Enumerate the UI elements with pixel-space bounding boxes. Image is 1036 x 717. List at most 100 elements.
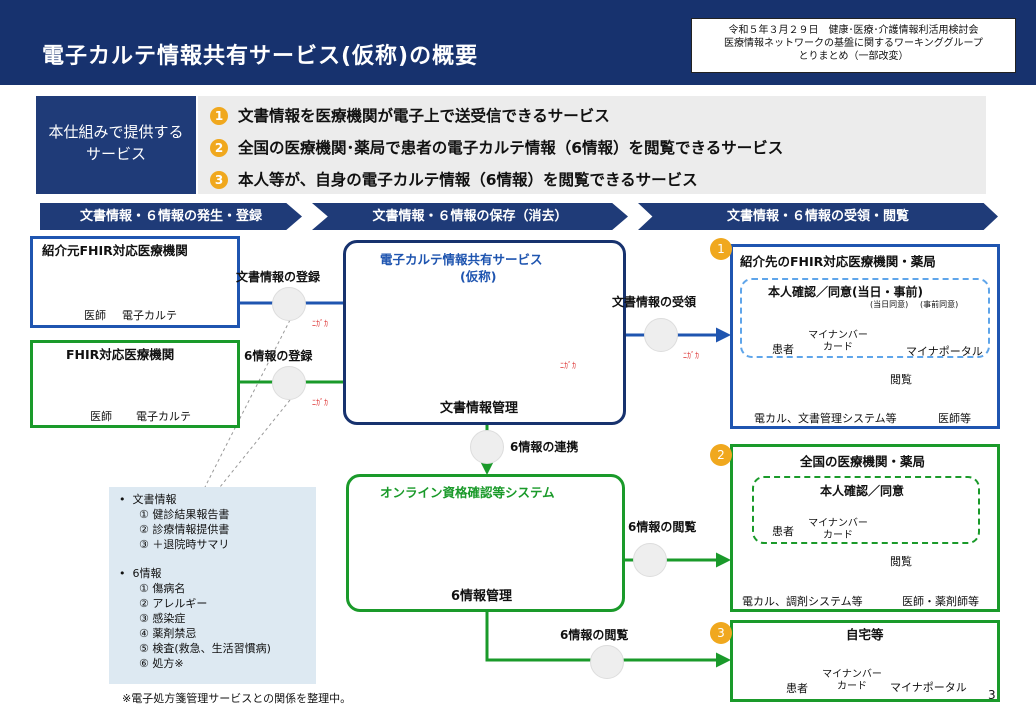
- list-item: ③ 感染症: [139, 612, 186, 625]
- register-six-label: 6情報の登録: [244, 349, 313, 363]
- patient-label: 患者: [772, 343, 794, 356]
- list-heading: • 6情報: [119, 567, 162, 580]
- service-item-2: 2 全国の医療機関･薬局で患者の電子カルテ情報（6情報）を閲覧できるサービス: [210, 136, 783, 158]
- doctor-label: 医師等: [938, 412, 971, 425]
- portal-label: マイナポータル: [890, 681, 967, 694]
- list-item: ① 健診結果報告書: [139, 508, 230, 521]
- services-label-line: 本仕組みで提供する: [48, 123, 184, 141]
- national-hospitals-box: [730, 444, 1000, 612]
- home-box: [730, 620, 1000, 702]
- doc-heading: 文書情報: [132, 493, 177, 506]
- doctor-label: 医師・薬剤師等: [902, 595, 979, 608]
- number-badge: 2: [210, 139, 228, 157]
- consent-title: 本人確認／同意: [820, 484, 905, 498]
- connector-line: [219, 399, 291, 488]
- arrow-view-six-home: [485, 612, 731, 668]
- service-item-1: 1 文書情報を医療機関が電子上で送受信できるサービス: [210, 104, 610, 126]
- six-mgmt-label: 6情報管理: [451, 589, 513, 604]
- card-label-line: カード: [837, 681, 867, 692]
- fire-mark: ﾆｶﾞｶ: [560, 361, 576, 370]
- six-heading: 6情報: [132, 567, 162, 580]
- phase-register: 文書情報・６情報の発生・登録: [40, 203, 302, 230]
- source-note-line: 医療情報ネットワークの基盤に関するワーキンググループ: [724, 38, 983, 49]
- ehr-sharing-service-box: [343, 240, 626, 425]
- connector-line: [204, 319, 291, 488]
- phase-receive: 文書情報・６情報の受領・閲覧: [638, 203, 998, 230]
- document-icon: [272, 287, 306, 321]
- register-doc-label: 文書情報の登録: [236, 270, 321, 284]
- number-badge: 3: [710, 622, 732, 644]
- source-note-line: とりまとめ（一部改変）: [798, 51, 909, 62]
- page-number: 3: [988, 688, 996, 702]
- ehr-label: 電子カルテ: [122, 309, 177, 322]
- patient-label: 患者: [786, 682, 808, 695]
- list-item: ④ 薬剤禁忌: [139, 627, 197, 640]
- card-label: マイナンバーカード: [808, 518, 868, 542]
- service-text: 文書情報を医療機関が電子上で送受信できるサービス: [238, 107, 610, 125]
- number-badge: 2: [710, 444, 732, 466]
- service-title-line: 電子カルテ情報共有サービス: [380, 252, 543, 267]
- services-label-line: サービス: [85, 145, 146, 163]
- number-badge: 1: [710, 238, 732, 260]
- view-label: 閲覧: [890, 373, 912, 386]
- doctor-label: 医師: [84, 309, 106, 322]
- table-icon: [633, 543, 667, 577]
- list-item: ③ ＋退院時サマリ: [139, 538, 230, 551]
- list-item: ② 診療情報提供書: [139, 523, 230, 536]
- card-label-line: マイナンバー: [808, 518, 868, 529]
- online-system-title: オンライン資格確認等システム: [380, 485, 555, 500]
- info-list: • 文書情報 ① 健診結果報告書 ② 診療情報提供書 ③ ＋退院時サマリ • 6…: [109, 487, 316, 684]
- view-six-home-label: 6情報の閲覧: [560, 628, 629, 642]
- fire-mark: ﾆｶﾞｶ: [312, 398, 328, 407]
- source-note-line: 令和５年３月２９日 健康･医療･介護情報利活用検討会: [728, 25, 979, 36]
- card-label-line: カード: [823, 530, 853, 541]
- consent-area: [740, 278, 990, 358]
- list-item: ⑤ 検査(救急、生活習慣病): [139, 642, 271, 655]
- card-label-line: マイナンバー: [822, 669, 882, 680]
- services-panel: [198, 96, 986, 194]
- card-label: マイナンバーカード: [822, 669, 882, 693]
- fhir-hospital-title: FHIR対応医療機関: [66, 347, 175, 362]
- referral-destination-box: [730, 244, 1000, 429]
- phase-store: 文書情報・６情報の保存（消去）: [312, 203, 628, 230]
- consent-area: [752, 476, 980, 544]
- system-label: 電カル、文書管理システム等: [754, 412, 897, 425]
- table-icon: [272, 366, 306, 400]
- doctor-label: 医師: [90, 410, 112, 423]
- table-icon: [470, 430, 504, 464]
- service-item-3: 3 本人等が、自身の電子カルテ情報（6情報）を閲覧できるサービス: [210, 168, 698, 190]
- number-badge: 1: [210, 107, 228, 125]
- card-label: マイナンバーカード: [808, 330, 868, 354]
- service-title-line: (仮称): [460, 269, 497, 284]
- number-badge: 3: [210, 171, 228, 189]
- ehr-label: 電子カルテ: [136, 410, 191, 423]
- footnote: ※電子処方箋管理サービスとの関係を整理中。: [122, 692, 352, 705]
- home-title: 自宅等: [846, 627, 884, 642]
- patient-label: 患者: [772, 525, 794, 538]
- advance-label: (事前同意): [920, 300, 959, 309]
- online-system-box: [346, 474, 625, 612]
- page-title: 電子カルテ情報共有サービス(仮称)の概要: [42, 44, 479, 69]
- list-item: ① 傷病名: [139, 582, 186, 595]
- referrer-hospital-box: [30, 236, 240, 328]
- six-link-label: 6情報の連携: [510, 440, 579, 454]
- doc-mgmt-label: 文書情報管理: [440, 401, 519, 416]
- fhir-hospital-box: [30, 340, 240, 428]
- card-label-line: カード: [823, 342, 853, 353]
- service-text: 全国の医療機関･薬局で患者の電子カルテ情報（6情報）を閲覧できるサービス: [238, 139, 784, 157]
- referral-destination-title: 紹介先のFHIR対応医療機関・薬局: [740, 254, 936, 269]
- card-label-line: マイナンバー: [808, 330, 868, 341]
- view-six-label: 6情報の閲覧: [628, 520, 697, 534]
- service-text: 本人等が、自身の電子カルテ情報（6情報）を閲覧できるサービス: [238, 171, 698, 189]
- view-label: 閲覧: [890, 555, 912, 568]
- list-item: ⑥ 処方※: [139, 657, 184, 670]
- document-icon: [644, 318, 678, 352]
- referrer-hospital-title: 紹介元FHIR対応医療機関: [42, 243, 188, 258]
- services-label: 本仕組みで提供する サービス: [36, 96, 196, 194]
- receive-doc-label: 文書情報の受領: [612, 295, 697, 309]
- portal-label: マイナポータル: [906, 345, 983, 358]
- list-heading: • 文書情報: [119, 493, 177, 506]
- consent-title: 本人確認／同意(当日・事前): [768, 285, 923, 299]
- fire-mark: ﾆｶﾞｶ: [683, 351, 699, 360]
- list-item: ② アレルギー: [139, 597, 208, 610]
